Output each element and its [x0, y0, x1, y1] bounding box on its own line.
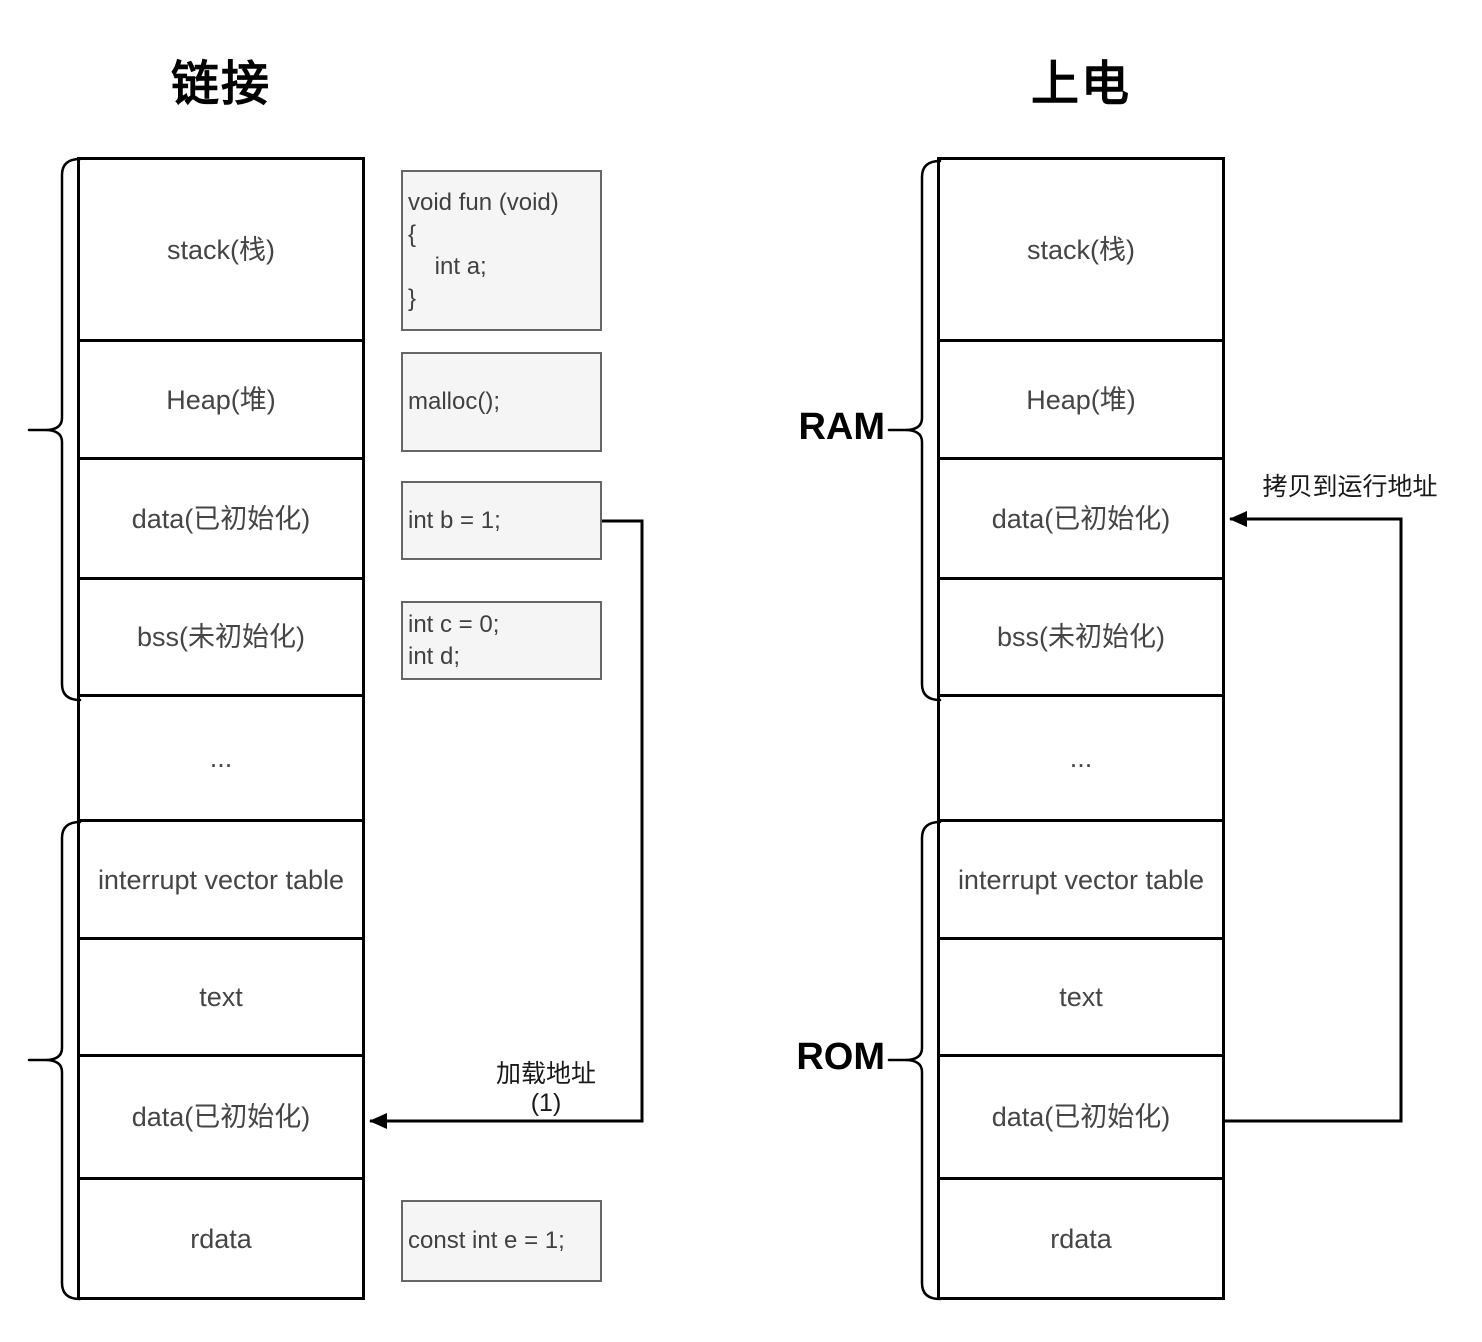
segment-stack: stack(栈)	[940, 160, 1222, 342]
segment-rdata: rdata	[190, 1223, 252, 1254]
load-address-label: 加载地址 (1)	[446, 1060, 646, 1118]
load-address-note: (1)	[530, 1089, 562, 1117]
brace-rom	[887, 820, 942, 1301]
segment-bss: bss(未初始化)	[80, 580, 362, 697]
brace-link-upper	[27, 157, 82, 702]
segment-data-rom: data(已初始化)	[940, 1057, 1222, 1180]
rom-label: ROM	[796, 1036, 885, 1078]
ram-label: RAM	[798, 406, 885, 448]
code-snippet-const-e: const int e = 1;	[401, 1200, 602, 1282]
segment-ellipsis: ...	[80, 697, 362, 822]
brace-link-lower	[27, 820, 82, 1301]
segment-bss: bss(未初始化)	[940, 580, 1222, 697]
copy-to-run-address-label: 拷贝到运行地址	[1262, 473, 1438, 501]
segment-heap: Heap(堆)	[940, 342, 1222, 460]
title-link-stage: 链接	[170, 58, 271, 111]
code-snippet-function: void fun (void) { int a; }	[401, 170, 602, 331]
segment-rdata: rdata	[1050, 1223, 1112, 1254]
load-address-text: 加载地址	[495, 1060, 596, 1088]
memory-column-power-on: stack(栈) Heap(堆) data(已初始化) bss(未初始化) ..…	[937, 157, 1225, 1300]
segment-interrupt-vector-table: interrupt vector table	[80, 822, 362, 940]
segment-stack: stack(栈)	[80, 160, 362, 342]
segment-text: text	[80, 940, 362, 1057]
segment-interrupt-vector-table: interrupt vector table	[940, 822, 1222, 940]
segment-ellipsis: ...	[940, 697, 1222, 822]
segment-data-ram: data(已初始化)	[940, 460, 1222, 580]
segment-heap: Heap(堆)	[80, 342, 362, 460]
brace-ram	[887, 159, 942, 702]
segment-text: text	[940, 940, 1222, 1057]
segment-data-rom: data(已初始化)	[80, 1057, 362, 1180]
segment-data-ram: data(已初始化)	[80, 460, 362, 580]
title-power-on-stage: 上电	[1030, 58, 1131, 111]
copy-to-run-address-arrow	[1225, 511, 1403, 1123]
memory-column-link: stack(栈) Heap(堆) data(已初始化) bss(未初始化) ..…	[77, 157, 365, 1300]
code-snippet-malloc: malloc();	[401, 352, 602, 452]
code-snippet-int-c-d: int c = 0; int d;	[401, 601, 602, 680]
code-snippet-int-b: int b = 1;	[401, 481, 602, 560]
